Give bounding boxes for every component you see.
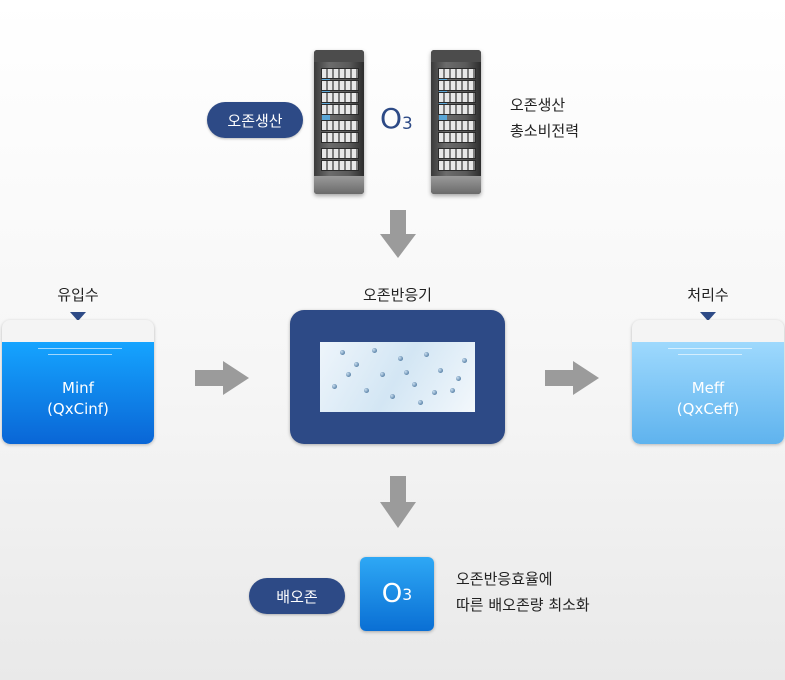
ozone-symbol: O3 — [380, 102, 413, 135]
outflow-label: 처리수 — [687, 286, 729, 304]
ozone-power-note: 오존생산 총소비전력 — [510, 92, 579, 144]
ozone-production-pill-label: 오존생산 — [227, 111, 283, 130]
inflow-tank: Minf (QxCinf) — [2, 320, 154, 444]
outflow-marker-icon — [700, 312, 716, 321]
ozone-power-note-line2: 총소비전력 — [510, 122, 580, 140]
reactor-bubbles-image — [320, 342, 475, 412]
off-gas-ozone-pill-label: 배오존 — [276, 587, 318, 606]
ozone-reactor — [290, 310, 505, 444]
ozone-production-pill: 오존생산 — [207, 102, 303, 138]
outflow-tank: Meff (QxCeff) — [632, 320, 784, 444]
off-gas-ozone-pill: 배오존 — [249, 578, 345, 614]
off-gas-note-line2: 따른 배오존량 최소화 — [456, 596, 590, 614]
off-gas-note-line1: 오존반응효율에 — [456, 570, 553, 588]
arrow-right-icon — [195, 361, 249, 395]
inflow-marker-icon — [70, 312, 86, 321]
arrow-down-icon — [380, 210, 416, 258]
inflow-label: 유입수 — [57, 286, 99, 304]
outflow-tank-line1: Meff — [691, 379, 725, 397]
reactor-label: 오존반응기 — [362, 286, 432, 304]
ozone-generator-right — [431, 50, 481, 194]
off-gas-note: 오존반응효율에 따른 배오존량 최소화 — [456, 566, 590, 618]
inflow-tank-line1: Minf — [62, 379, 94, 397]
outflow-tank-line2: (QxCeff) — [676, 400, 740, 418]
arrow-right-icon — [545, 361, 599, 395]
ozone-power-note-line1: 오존생산 — [510, 96, 566, 114]
inflow-tank-line2: (QxCinf) — [47, 400, 109, 418]
arrow-down-icon — [380, 476, 416, 528]
ozone-generator-left — [314, 50, 364, 194]
